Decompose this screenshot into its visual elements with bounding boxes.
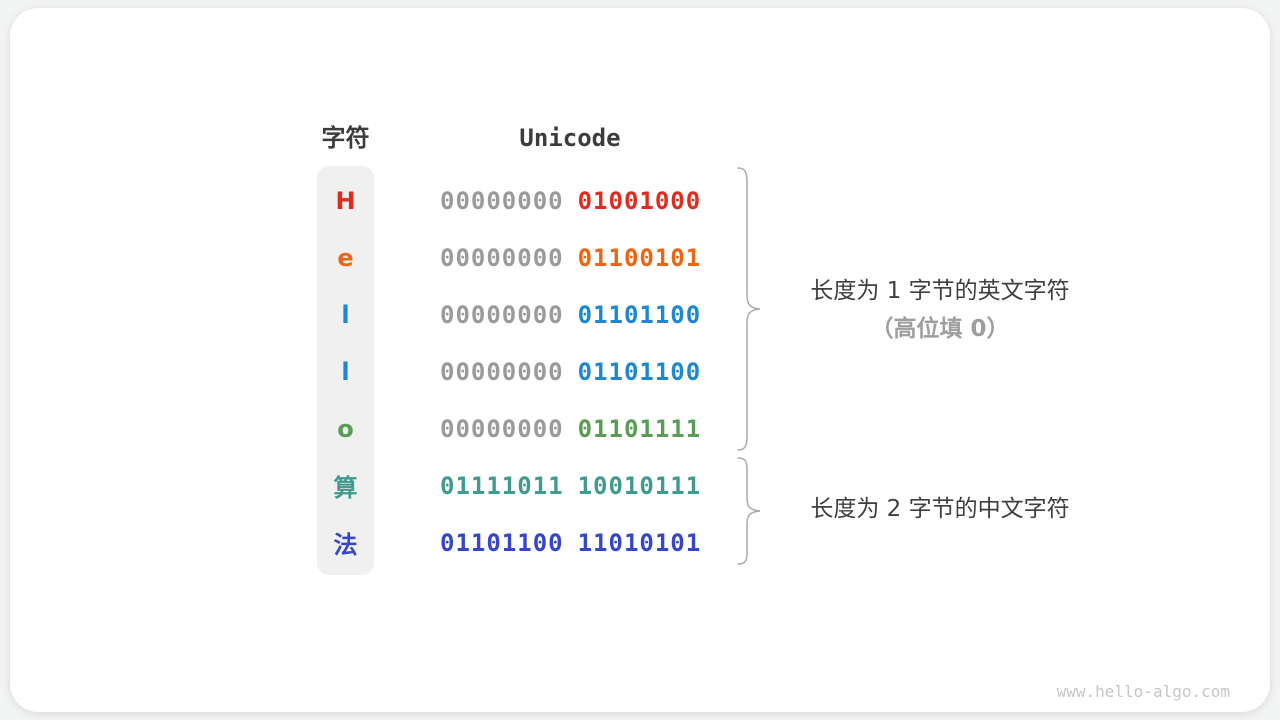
byte-high: 00000000: [440, 186, 564, 215]
byte-low: 01001000: [577, 186, 702, 215]
char-cell: 法: [333, 531, 358, 559]
unicode-binary-row: 01111011 10010111: [440, 457, 701, 514]
char-cell: l: [341, 300, 350, 329]
unicode-binary-row: 00000000 01101100: [440, 343, 701, 400]
char-cell: H: [335, 186, 356, 215]
unicode-binary-row: 00000000 01001000: [440, 172, 701, 229]
unicode-column-header: Unicode: [519, 124, 621, 152]
annotation-english-chars: 长度为 1 字节的英文字符 （高位填 0）: [760, 280, 1120, 341]
unicode-binary-row: 01101100 11010101: [440, 514, 701, 571]
unicode-binary-row: 00000000 01101100: [440, 286, 701, 343]
annotation-english-chars-line2: （高位填 0）: [870, 316, 1010, 342]
brace-group2-icon: [737, 457, 761, 565]
annotation-chinese-chars-line1: 长度为 2 字节的中文字符: [810, 496, 1070, 522]
byte-high: 01101100: [440, 528, 564, 557]
brace-group1-icon: [737, 167, 761, 451]
byte-low: 10010111: [577, 471, 702, 500]
char-cell: o: [337, 414, 354, 443]
byte-high: 00000000: [440, 243, 564, 272]
char-cell: 算: [333, 474, 358, 502]
byte-low: 01101100: [577, 357, 702, 386]
byte-low: 01100101: [577, 243, 702, 272]
byte-low: 11010101: [577, 528, 702, 557]
byte-high: 00000000: [440, 414, 564, 443]
watermark: www.hello-algo.com: [1056, 682, 1230, 701]
char-column-header: 字符: [321, 124, 370, 152]
char-column-background: [317, 166, 374, 575]
unicode-binary-row: 00000000 01101111: [440, 400, 701, 457]
char-cell: e: [337, 243, 354, 272]
byte-high: 00000000: [440, 357, 564, 386]
annotation-chinese-chars: 长度为 2 字节的中文字符: [760, 498, 1120, 521]
byte-high: 00000000: [440, 300, 564, 329]
char-cell: l: [341, 357, 350, 386]
byte-high: 01111011: [440, 471, 564, 500]
annotation-english-chars-line1: 长度为 1 字节的英文字符: [810, 278, 1070, 304]
unicode-binary-row: 00000000 01100101: [440, 229, 701, 286]
byte-low: 01101100: [577, 300, 702, 329]
byte-low: 01101111: [577, 414, 702, 443]
